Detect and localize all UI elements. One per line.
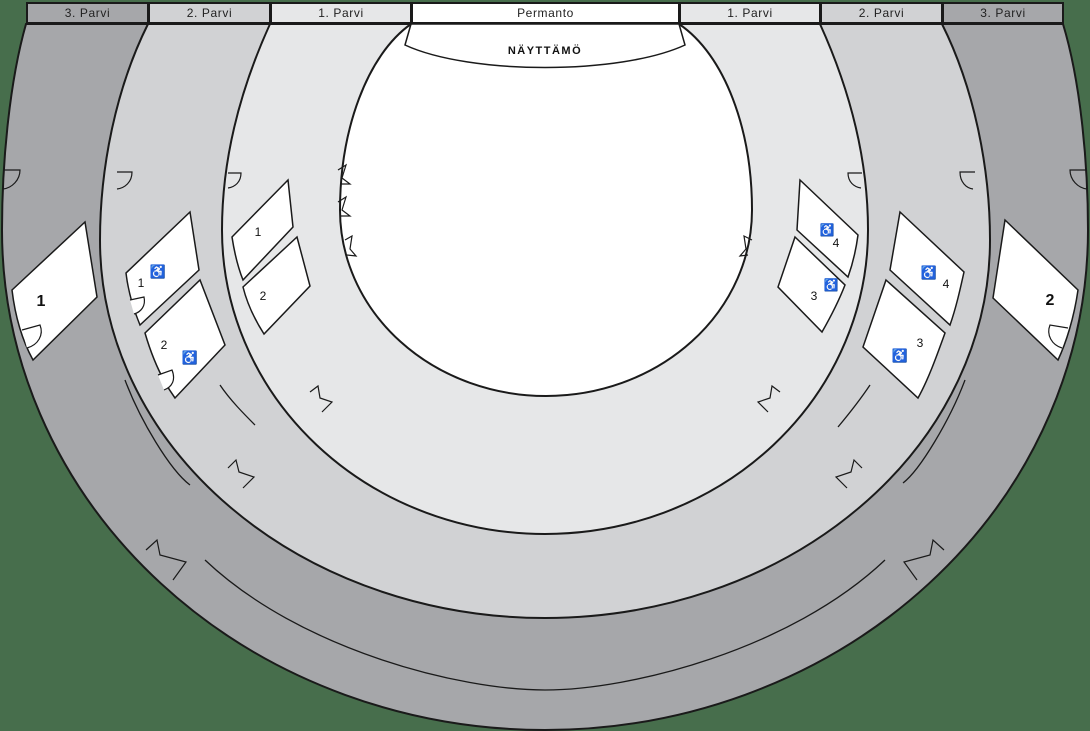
box-tier1-left-1[interactable]: 1 — [231, 178, 294, 282]
wheelchair-icon: ♿ — [824, 278, 839, 292]
box-tier3-right[interactable]: 2 — [992, 218, 1079, 362]
door-icon — [129, 296, 146, 315]
permanto-area[interactable] — [338, 23, 754, 397]
box-tier1-right-4[interactable]: 4 ♿ — [796, 178, 859, 279]
tab-3-parvi-right[interactable]: 3. Parvi — [942, 2, 1064, 24]
box-number: 3 — [917, 336, 924, 350]
tab-3-parvi-left[interactable]: 3. Parvi — [26, 2, 148, 24]
tab-1-parvi-right[interactable]: 1. Parvi — [679, 2, 820, 24]
box-number: 1 — [37, 293, 46, 310]
wheelchair-icon: ♿ — [820, 223, 835, 237]
box-number: 4 — [943, 277, 950, 291]
tab-permanto[interactable]: Permanto — [411, 2, 679, 24]
box-number: 2 — [1046, 292, 1055, 309]
box-number: 1 — [138, 276, 145, 290]
box-tier1-right-3[interactable]: 3 ♿ — [777, 235, 846, 334]
corridor-line — [902, 379, 966, 484]
box-tier1-left-2[interactable]: 2 — [242, 235, 311, 336]
box-number: 4 — [833, 236, 840, 250]
box-number: 3 — [811, 289, 818, 303]
box-number: 2 — [161, 338, 168, 352]
corridor-line — [204, 559, 886, 691]
door-icon — [1048, 324, 1069, 349]
wheelchair-icon: ♿ — [921, 265, 937, 280]
tab-2-parvi-left[interactable]: 2. Parvi — [148, 2, 270, 24]
corridor-line — [837, 384, 871, 428]
tab-2-parvi-right[interactable]: 2. Parvi — [820, 2, 942, 24]
door-icon — [157, 369, 175, 391]
stage-label: NÄYTTÄMÖ — [508, 44, 582, 57]
door-icons — [2, 163, 1088, 581]
box-tier2-left-2[interactable]: 2 ♿ — [144, 278, 226, 400]
wheelchair-icon: ♿ — [182, 350, 198, 365]
stage — [404, 23, 686, 69]
wheelchair-icon: ♿ — [150, 264, 166, 279]
wheelchair-icon: ♿ — [892, 348, 908, 363]
box-number: 1 — [255, 225, 262, 239]
door-icon — [21, 324, 42, 349]
tab-1-parvi-left[interactable]: 1. Parvi — [270, 2, 411, 24]
box-tier2-right-3[interactable]: 3 ♿ — [862, 278, 946, 400]
corridor-line — [219, 384, 256, 426]
box-number: 2 — [260, 289, 267, 303]
corridor-line — [124, 379, 191, 486]
box-tier2-right-4[interactable]: 4 ♿ — [889, 210, 965, 327]
box-tier2-left-1[interactable]: 1 ♿ — [125, 210, 200, 327]
box-tier3-left[interactable]: 1 — [11, 220, 98, 362]
